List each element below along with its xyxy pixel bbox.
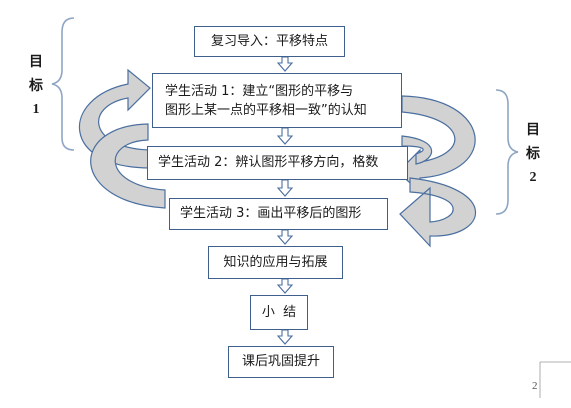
goal2-char-1: 目 [526,122,540,138]
application-text: 知识的应用与拓展 [223,254,328,270]
summary-box: 小 结 [250,295,308,330]
page-number: 2 [532,380,538,392]
goal2-label: 目 标 2 [525,120,541,188]
activity1-box: 学生活动 1：建立“图形的平移与 图形上某一点的平移相一致”的认知 [152,73,402,128]
left-curved-arrow [79,68,166,209]
review-box: 复习导入：平移特点 [194,26,345,57]
down-arrow-6 [276,329,294,345]
goal1-label: 目 标 1 [28,52,44,120]
down-arrow-5 [276,278,294,294]
goal2-char-2: 标 [526,146,540,162]
goal1-char-2: 标 [29,78,43,94]
activity3-box: 学生活动 3：画出平移后的图形 [169,198,388,230]
application-box: 知识的应用与拓展 [208,246,343,279]
goal2-char-3: 2 [529,170,537,185]
page-corner-mark [539,361,571,398]
activity2-box: 学生活动 2：辨认图形平移方向，格数 [147,146,408,180]
homework-text: 课后巩固提升 [241,354,320,369]
down-arrow-1 [276,56,294,72]
homework-box: 课后巩固提升 [228,346,334,378]
activity1-text-line1: 学生活动 1：建立“图形的平移与 [165,83,354,99]
review-text: 复习导入：平移特点 [210,33,328,49]
summary-text: 小 结 [261,304,297,320]
right-curved-arrow [397,95,477,248]
activity2-text: 学生活动 2：辨认图形平移方向，格数 [158,155,379,170]
activity3-text: 学生活动 3：画出平移后的图形 [180,206,362,221]
down-arrow-4 [276,229,294,245]
down-arrow-3 [276,179,294,197]
goal2-brace [495,89,519,215]
goal1-char-1: 目 [29,54,43,70]
activity1-text-line2: 图形上某一点的平移相一致”的认知 [165,102,367,118]
down-arrow-2 [276,127,294,145]
goal1-char-3: 1 [32,102,40,117]
goal1-brace [51,17,75,151]
